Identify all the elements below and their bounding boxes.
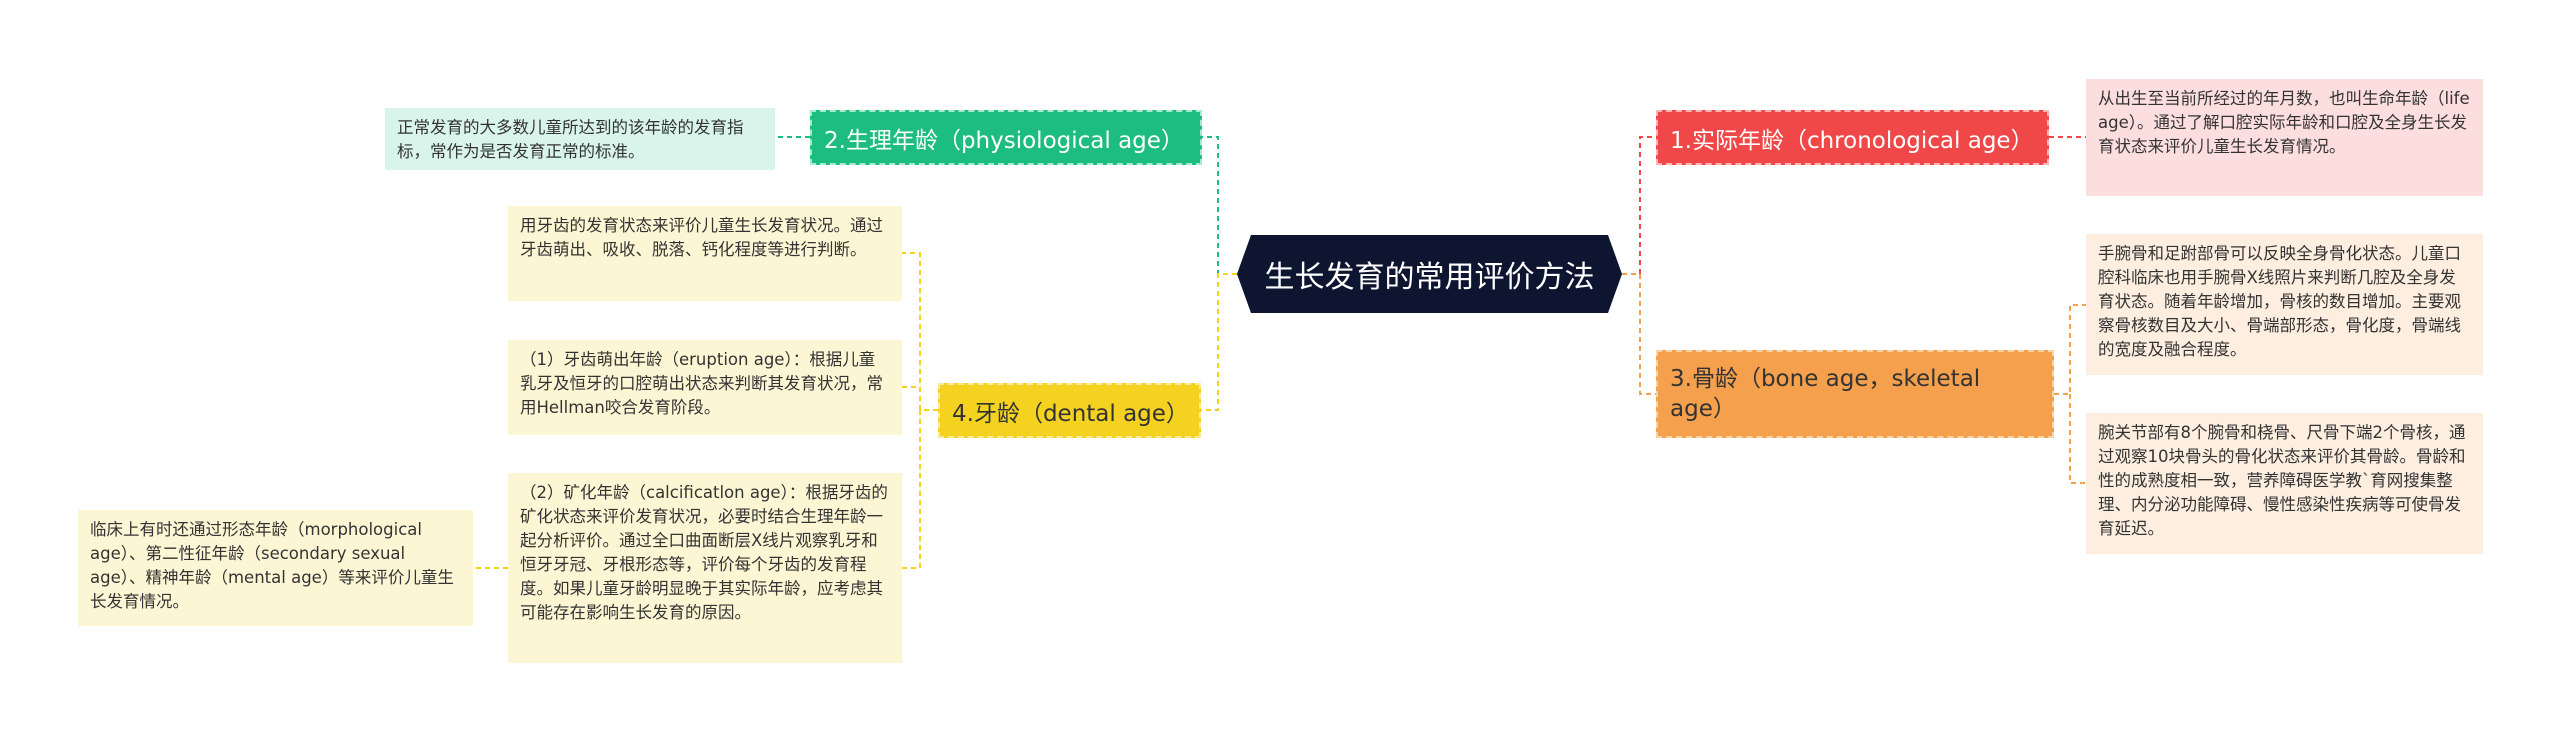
link-root-b1 — [1622, 136, 1656, 275]
branch-chronological-age[interactable]: 1.实际年龄（chronological age） — [1656, 110, 2049, 165]
leaf-physiological-definition[interactable]: 正常发育的大多数儿童所达到的该年龄的发育指标，常作为是否发育正常的标准。 — [385, 108, 775, 170]
link-root-b3 — [1622, 273, 1656, 395]
branch-physiological-age[interactable]: 2.生理年龄（physiological age） — [810, 110, 1202, 165]
link-root-b2 — [1202, 136, 1237, 275]
branch-bone-age[interactable]: 3.骨龄（bone age，skeletal age） — [1656, 350, 2054, 438]
leaf-calcification-age[interactable]: （2）矿化年龄（calcificatlon age）：根据牙齿的矿化状态来评价发… — [508, 473, 902, 663]
leaf-chronological-definition[interactable]: 从出生至当前所经过的年月数，也叫生命年龄（life age）。通过了解口腔实际年… — [2086, 79, 2483, 196]
root-topic[interactable]: 生长发育的常用评价方法 — [1237, 235, 1622, 313]
link-root-b4 — [1201, 273, 1237, 411]
branch-dental-age[interactable]: 4.牙龄（dental age） — [938, 383, 1201, 438]
leaf-bone-age-hand-wrist[interactable]: 手腕骨和足跗部骨可以反映全身骨化状态。儿童口腔科临床也用手腕骨X线照片来判断几腔… — [2086, 234, 2483, 375]
link-b3-leaves — [2054, 304, 2086, 484]
link-b4-leaves — [902, 252, 938, 569]
leaf-eruption-age[interactable]: （1）牙齿萌出年龄（eruption age）：根据儿童乳牙及恒牙的口腔萌出状态… — [508, 340, 902, 435]
leaf-other-ages[interactable]: 临床上有时还通过形态年龄（morphological age）、第二性征年龄（s… — [78, 510, 473, 626]
leaf-bone-age-carpal[interactable]: 腕关节部有8个腕骨和桡骨、尺骨下端2个骨核，通过观察10块骨头的骨化状态来评价其… — [2086, 413, 2483, 554]
leaf-dental-age-definition[interactable]: 用牙齿的发育状态来评价儿童生长发育状况。通过牙齿萌出、吸收、脱落、钙化程度等进行… — [508, 206, 902, 301]
